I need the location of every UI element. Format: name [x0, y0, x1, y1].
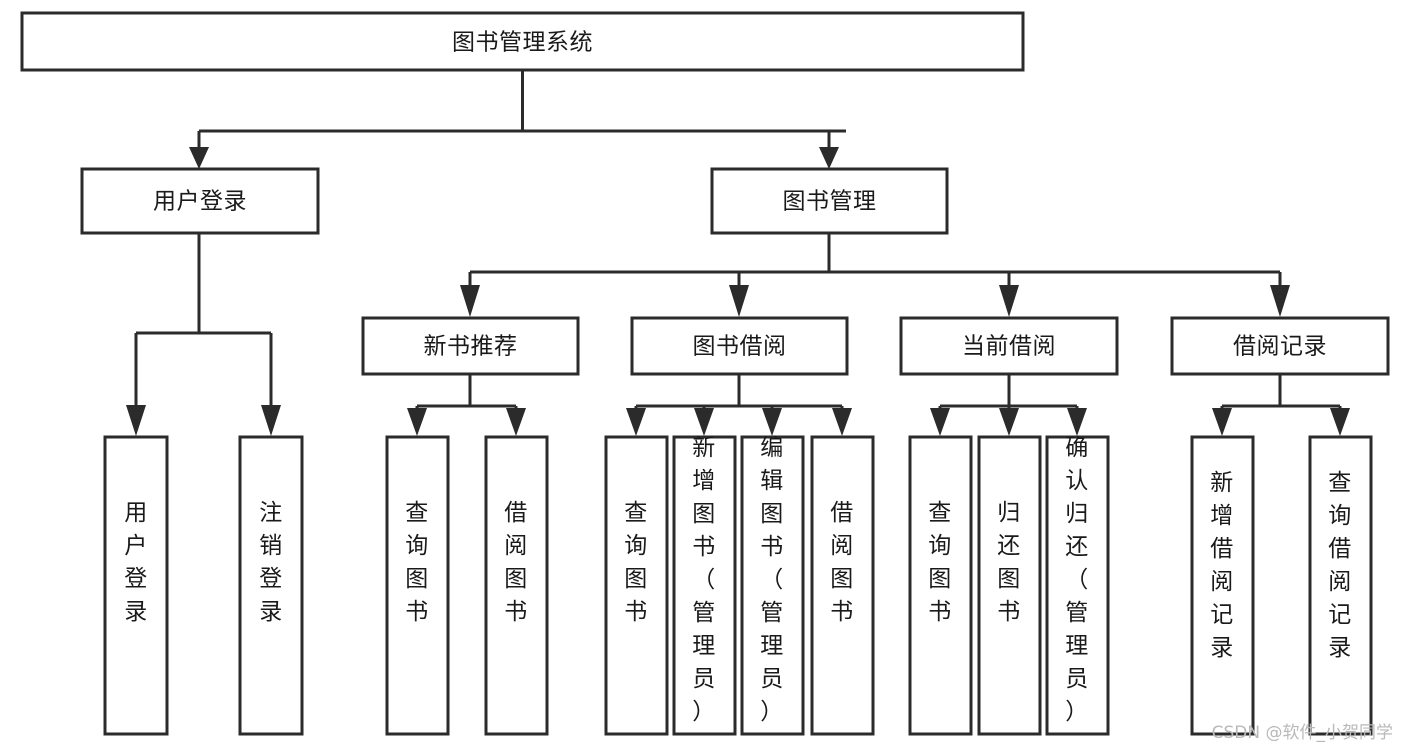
node-leaf-add-book-label: 新增图书（管理员） [692, 435, 716, 725]
node-leaf-query-book-1[interactable]: 查询图书 [385, 435, 450, 736]
node-leaf-query-book-2-box[interactable] [604, 435, 669, 736]
node-leaf-confirm-return-label: 确认归还（管理员） [1065, 435, 1089, 725]
node-borrow-record-box[interactable] [1170, 316, 1390, 376]
node-leaf-borrow-book-1[interactable]: 借阅图书 [484, 435, 549, 736]
node-leaf-user-login[interactable]: 用户登录 [103, 435, 169, 736]
node-leaf-confirm-return[interactable]: 确认归还（管理员） [1045, 435, 1110, 736]
arrow-head-leaf-query-record [1330, 408, 1350, 436]
node-borrow-record[interactable]: 借阅记录 [1170, 316, 1390, 376]
node-leaf-confirm-return-box[interactable] [1045, 435, 1110, 736]
node-user-login-box[interactable] [80, 167, 320, 235]
node-leaf-query-book-2-label: 查询图书 [624, 500, 648, 625]
node-book-borrow-box[interactable] [630, 316, 849, 376]
node-leaf-borrow-book-2-box[interactable] [810, 435, 875, 736]
node-new-book-recommend-box[interactable] [361, 316, 580, 376]
node-leaf-user-logout-label: 注销登录 [259, 500, 283, 625]
node-book-borrow-label: 图书借阅 [693, 334, 787, 360]
node-leaf-edit-book-box[interactable] [740, 435, 805, 736]
node-leaf-user-login-box[interactable] [103, 435, 169, 736]
arrow-head-leaf-add-record [1212, 408, 1232, 436]
arrow-head-leaf-user-login [126, 405, 146, 436]
node-root-box[interactable] [20, 11, 1025, 72]
node-leaf-return-book-box[interactable] [977, 435, 1042, 736]
node-book-management-box[interactable] [710, 167, 949, 235]
arrow-head-leaf-edit-book [762, 408, 782, 436]
node-leaf-query-record-box[interactable] [1308, 435, 1373, 736]
node-leaf-edit-book-label: 编辑图书（管理员） [760, 435, 784, 725]
node-leaf-add-book[interactable]: 新增图书（管理员） [672, 435, 737, 736]
arrow-head-book-borrow [729, 285, 749, 317]
node-root[interactable]: 图书管理系统 [20, 11, 1025, 72]
arrow-head-leaf-query-book-1 [407, 408, 427, 436]
node-leaf-query-book-3-label: 查询图书 [928, 500, 952, 625]
node-leaf-edit-book[interactable]: 编辑图书（管理员） [740, 435, 805, 736]
arrow-head-leaf-confirm-return [1067, 408, 1087, 436]
node-leaf-user-login-label: 用户登录 [124, 500, 148, 625]
node-leaf-borrow-book-2[interactable]: 借阅图书 [810, 435, 875, 736]
node-leaf-add-record-box[interactable] [1190, 435, 1255, 736]
arrow-head-leaf-add-book [694, 408, 714, 436]
node-new-book-recommend[interactable]: 新书推荐 [361, 316, 580, 376]
arrow-head-leaf-borrow-book-2 [832, 408, 852, 436]
node-leaf-query-record[interactable]: 查询借阅记录 [1308, 435, 1373, 736]
node-leaf-return-book-label: 归还图书 [997, 500, 1021, 625]
node-leaf-add-record-label: 新增借阅记录 [1210, 470, 1234, 661]
node-leaf-add-record[interactable]: 新增借阅记录 [1190, 435, 1255, 736]
arrow-head-new-book-recommend [460, 285, 480, 317]
connector-layer [126, 70, 1350, 436]
arrow-head-leaf-query-book-3 [930, 408, 950, 436]
arrow-head-leaf-return-book [999, 408, 1019, 436]
arrow-head-leaf-borrow-book-1 [506, 408, 526, 436]
node-leaf-query-book-1-box[interactable] [385, 435, 450, 736]
node-user-login-label: 用户登录 [153, 189, 247, 215]
node-current-borrow-label: 当前借阅 [962, 334, 1056, 360]
arrow-head-leaf-query-book-2 [626, 408, 646, 436]
node-book-management-label: 图书管理 [783, 189, 877, 215]
arrow-head-borrow-record [1270, 285, 1290, 317]
node-borrow-record-label: 借阅记录 [1233, 334, 1327, 360]
node-leaf-user-logout-box[interactable] [238, 435, 304, 736]
arrow-head-book-management [819, 147, 839, 169]
node-leaf-user-logout[interactable]: 注销登录 [238, 435, 304, 736]
csdn-watermark: CSDN @软件_小贺同学 [1211, 723, 1393, 743]
node-user-login[interactable]: 用户登录 [80, 167, 320, 235]
arrow-head-current-borrow [999, 285, 1019, 317]
node-leaf-add-book-box[interactable] [672, 435, 737, 736]
node-new-book-recommend-label: 新书推荐 [424, 334, 518, 360]
node-current-borrow-box[interactable] [899, 316, 1119, 376]
node-leaf-borrow-book-1-box[interactable] [484, 435, 549, 736]
node-book-management[interactable]: 图书管理 [710, 167, 949, 235]
node-book-borrow[interactable]: 图书借阅 [630, 316, 849, 376]
node-leaf-query-book-1-label: 查询图书 [405, 500, 429, 625]
node-leaf-query-record-label: 查询借阅记录 [1328, 470, 1352, 661]
node-leaf-borrow-book-2-label: 借阅图书 [830, 500, 854, 625]
node-current-borrow[interactable]: 当前借阅 [899, 316, 1119, 376]
node-leaf-return-book[interactable]: 归还图书 [977, 435, 1042, 736]
node-leaf-borrow-book-1-label: 借阅图书 [504, 500, 528, 625]
node-root-label: 图书管理系统 [452, 30, 593, 56]
arrow-head-user-login [189, 147, 209, 169]
node-leaf-query-book-2[interactable]: 查询图书 [604, 435, 669, 736]
node-leaf-query-book-3[interactable]: 查询图书 [908, 435, 973, 736]
arrow-head-leaf-user-logout [261, 405, 281, 436]
node-leaf-query-book-3-box[interactable] [908, 435, 973, 736]
